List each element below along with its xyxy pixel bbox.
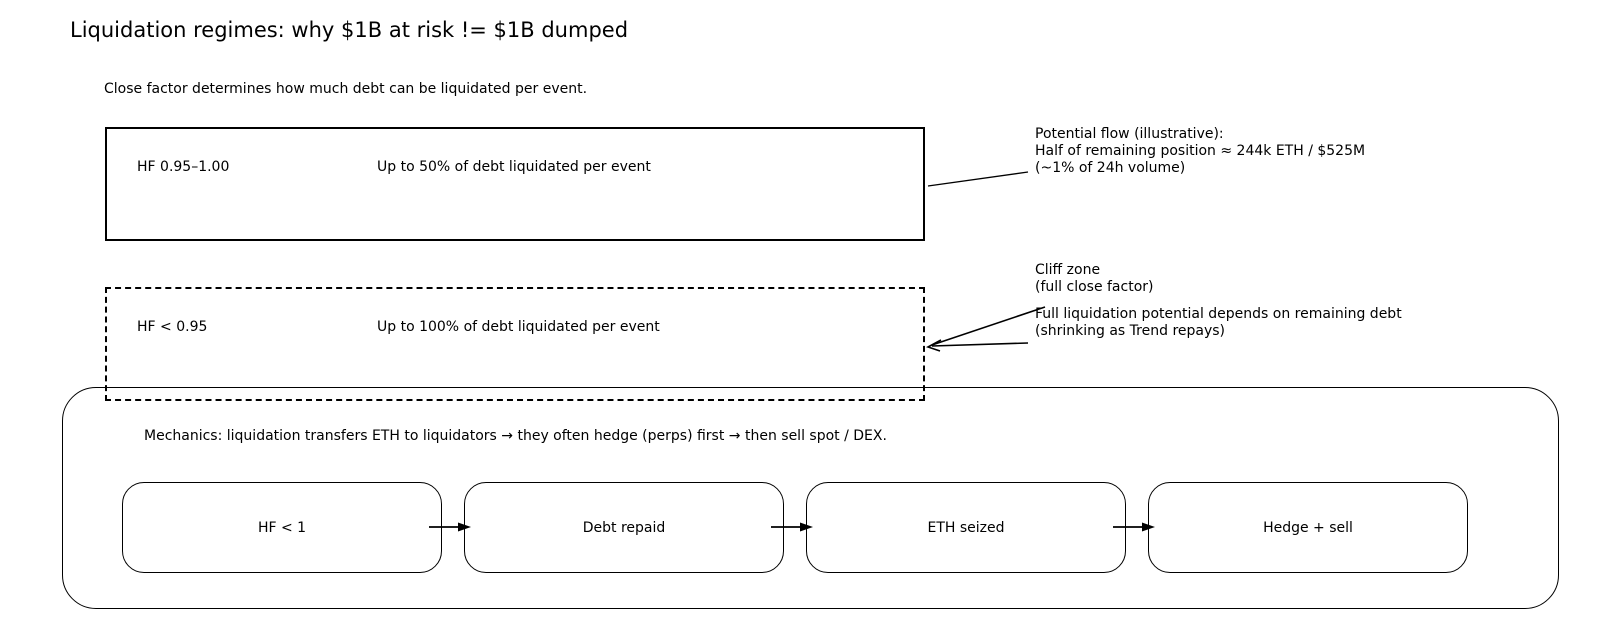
leader-line-cliff-zone <box>931 306 1046 346</box>
annotation-potential-flow: Potential flow (illustrative): Half of r… <box>1035 126 1365 177</box>
annotation-line: (~1% of 24h volume) <box>1035 160 1186 176</box>
flow-step-eth-seized: ETH seized <box>806 482 1126 573</box>
arrowhead-cliff-zone-icon <box>925 339 942 352</box>
annotation-full-liquidation: Full liquidation potential depends on re… <box>1035 306 1402 340</box>
leader-line-potential-flow <box>927 171 1029 187</box>
annotation-line: Potential flow (illustrative): <box>1035 126 1224 142</box>
flow-step-hedge-sell: Hedge + sell <box>1148 482 1468 573</box>
mechanics-panel <box>62 387 1559 609</box>
page-title: Liquidation regimes: why $1B at risk != … <box>70 18 629 42</box>
regime-box-cliff-zone: HF < 0.95 Up to 100% of debt liquidated … <box>105 287 925 401</box>
annotation-line: (shrinking as Trend repays) <box>1035 323 1226 339</box>
regime-rule-label: Up to 50% of debt liquidated per event <box>377 159 651 175</box>
annotation-line: Full liquidation potential depends on re… <box>1035 306 1402 322</box>
mechanics-caption: Mechanics: liquidation transfers ETH to … <box>144 428 887 444</box>
regime-range-label: HF 0.95–1.00 <box>137 159 230 175</box>
regime-range-label: HF < 0.95 <box>137 319 208 335</box>
annotation-line: Half of remaining position ≈ 244k ETH / … <box>1035 143 1366 159</box>
regime-rule-label: Up to 100% of debt liquidated per event <box>377 319 660 335</box>
leader-line-full-liquidation <box>931 342 1029 347</box>
annotation-line: (full close factor) <box>1035 279 1154 295</box>
annotation-cliff-zone: Cliff zone (full close factor) <box>1035 262 1153 296</box>
regime-box-soft-liquidation: HF 0.95–1.00 Up to 50% of debt liquidate… <box>105 127 925 241</box>
annotation-line: Cliff zone <box>1035 262 1101 278</box>
close-factor-subtitle: Close factor determines how much debt ca… <box>104 81 588 97</box>
flow-step-hf-below-1: HF < 1 <box>122 482 442 573</box>
flow-step-debt-repaid: Debt repaid <box>464 482 784 573</box>
